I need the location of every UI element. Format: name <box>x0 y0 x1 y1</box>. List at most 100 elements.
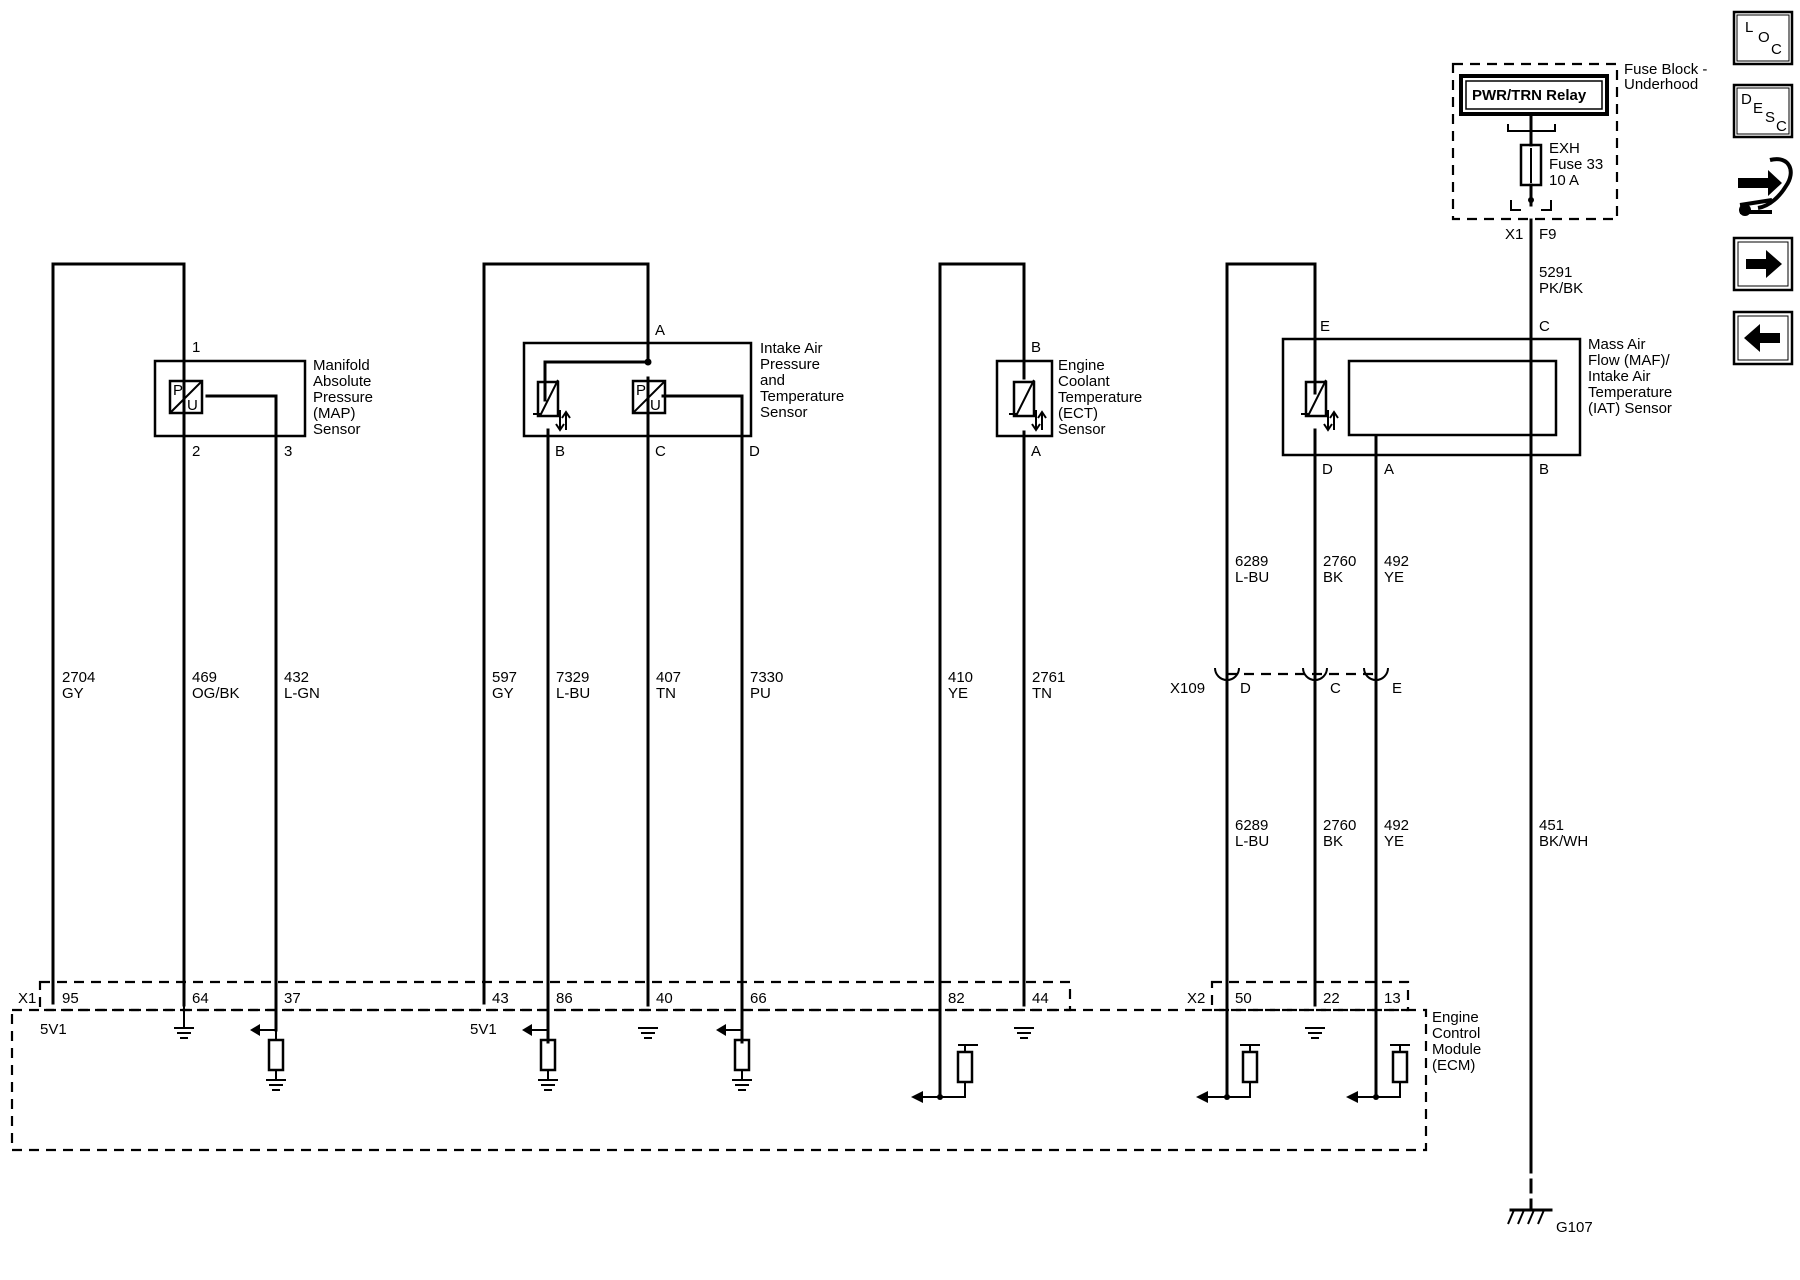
wire-432-color: L-GN <box>284 685 320 702</box>
wire-597 <box>482 262 650 1005</box>
pulldown-resistor-icon <box>250 1024 286 1091</box>
map-name-5: Sensor <box>313 421 361 438</box>
map-pin-2: 2 <box>192 443 200 460</box>
ecm-pin-22: 22 <box>1323 990 1340 1007</box>
maf-name-3: Intake Air <box>1588 368 1651 385</box>
wire-451-circuit: 451 <box>1539 817 1564 834</box>
previous-page-button[interactable] <box>1732 310 1794 366</box>
ect-name-4: (ECT) <box>1058 405 1098 422</box>
wire-2704 <box>51 262 186 1005</box>
wire-410-circuit: 410 <box>948 669 973 686</box>
map-u: U <box>187 397 198 414</box>
wire-469-circuit: 469 <box>192 669 217 686</box>
map-pin-3: 3 <box>284 443 292 460</box>
thermistor-icon <box>1304 380 1328 418</box>
x109-pin-e: E <box>1392 680 1402 697</box>
ecm-pin-37: 37 <box>284 990 301 1007</box>
thermistor-icon <box>1012 380 1036 418</box>
ground-label: G107 <box>1556 1219 1593 1236</box>
ecm-pin-82: 82 <box>948 990 965 1007</box>
wire-407-circuit: 407 <box>656 669 681 686</box>
maf-pin-c: C <box>1539 318 1550 335</box>
maf-name-1: Mass Air <box>1588 336 1646 353</box>
ecm-x1: X1 <box>18 990 36 1007</box>
maf-wire-upper-3-circuit: 492 <box>1384 553 1409 570</box>
wire-410 <box>938 262 1026 1099</box>
wire-597-color: GY <box>492 685 514 702</box>
next-page-button[interactable] <box>1732 236 1794 292</box>
maf-element <box>1347 359 1558 437</box>
pressure-transducer-icon <box>631 379 667 415</box>
ecm-name-2: Control <box>1432 1025 1480 1042</box>
maf-wire-lower-1-circuit: 6289 <box>1235 817 1268 834</box>
ecm-pin-43: 43 <box>492 990 509 1007</box>
iapt-sensor: P U Intake Air Pressure and Temperature … <box>522 322 844 460</box>
x109-name: X109 <box>1170 680 1205 697</box>
wire-407-color: TN <box>656 685 676 702</box>
loc-o: O <box>1758 29 1770 46</box>
ecm: Engine Control Module (ECM) X1 X2 95 64 … <box>10 980 1481 1152</box>
maf-pin-d: D <box>1322 461 1333 478</box>
maf-pin-a: A <box>1384 461 1394 478</box>
wire-2761-circuit: 2761 <box>1032 669 1065 686</box>
ecm-ref-1: 5V1 <box>40 1021 67 1038</box>
wire-432-circuit: 432 <box>284 669 309 686</box>
fuse-block-title-2: Underhood <box>1624 76 1698 93</box>
pullup-resistor-icon <box>911 1044 978 1103</box>
ecm-pin-13: 13 <box>1384 990 1401 1007</box>
wire-7330-color: PU <box>750 685 771 702</box>
ect-name-2: Coolant <box>1058 373 1111 390</box>
ground-symbol-icon <box>174 1005 194 1039</box>
fuse-block-underhood: PWR/TRN Relay Fuse Block - Underhood EXH… <box>1451 61 1707 243</box>
arrow-left-icon <box>1744 324 1780 352</box>
map-sensor: P U Manifold Absolute Pressure (MAP) Sen… <box>153 339 373 460</box>
maf-pin-b: B <box>1539 461 1549 478</box>
fuse-block-title-1: Fuse Block - <box>1624 61 1707 78</box>
arrow-right-icon <box>1746 250 1782 278</box>
maf-name-4: Temperature <box>1588 384 1672 401</box>
ect-name-5: Sensor <box>1058 421 1106 438</box>
loc-l: L <box>1745 19 1753 36</box>
ect-name-3: Temperature <box>1058 389 1142 406</box>
maf-wire-upper-3-color: YE <box>1384 569 1404 586</box>
ecm-pin-40: 40 <box>656 990 673 1007</box>
maf-name-2: Flow (MAF)/ <box>1588 352 1670 369</box>
connector-end-view-icon[interactable] <box>1738 157 1793 216</box>
maf-iat-sensor: Mass Air Flow (MAF)/ Intake Air Temperat… <box>1281 318 1672 478</box>
map-name-4: (MAP) <box>313 405 356 422</box>
iapt-pin-d: D <box>749 443 760 460</box>
pullup-resistor-icon <box>1346 1044 1410 1103</box>
iapt-name-5: Sensor <box>760 404 808 421</box>
wire-469-color: OG/BK <box>192 685 240 702</box>
ecm-ref-2: 5V1 <box>470 1021 497 1038</box>
desc-d: D <box>1741 91 1752 108</box>
ground-symbol-icon <box>638 1027 658 1039</box>
ecm-pin-44: 44 <box>1032 990 1049 1007</box>
fuse-label-3: 10 A <box>1549 172 1579 189</box>
iapt-p: P <box>636 382 646 399</box>
fuse-label-1: EXH <box>1549 140 1580 157</box>
x109-pin-c: C <box>1330 680 1341 697</box>
pullup-resistor-icon <box>1196 1044 1260 1103</box>
desc-button[interactable]: D E S C <box>1732 83 1794 139</box>
iapt-name-3: and <box>760 372 785 389</box>
maf-wire-lower-3-circuit: 492 <box>1384 817 1409 834</box>
maf-wire-lower-1-color: L-BU <box>1235 833 1269 850</box>
wire-7329-circuit: 7329 <box>556 669 589 686</box>
map-pin-1: 1 <box>192 339 200 356</box>
wire-451-color: BK/WH <box>1539 833 1588 850</box>
maf-wire-upper-1-color: L-BU <box>1235 569 1269 586</box>
wire-5291-circuit: 5291 <box>1539 264 1572 281</box>
map-name-1: Manifold <box>313 357 370 374</box>
loc-button[interactable]: L O C <box>1732 10 1794 66</box>
maf-wire-upper-2-circuit: 2760 <box>1323 553 1356 570</box>
ecm-name-1: Engine <box>1432 1009 1479 1026</box>
ect-sensor: Engine Coolant Temperature (ECT) Sensor … <box>995 339 1142 460</box>
wire-410-color: YE <box>948 685 968 702</box>
maf-name-5: (IAT) Sensor <box>1588 400 1672 417</box>
ground-symbol-icon <box>1305 1027 1325 1039</box>
ecm-name-4: (ECM) <box>1432 1057 1475 1074</box>
x109-connector: X109 D C E <box>1170 667 1402 697</box>
ground-symbol-icon <box>1014 1027 1034 1039</box>
